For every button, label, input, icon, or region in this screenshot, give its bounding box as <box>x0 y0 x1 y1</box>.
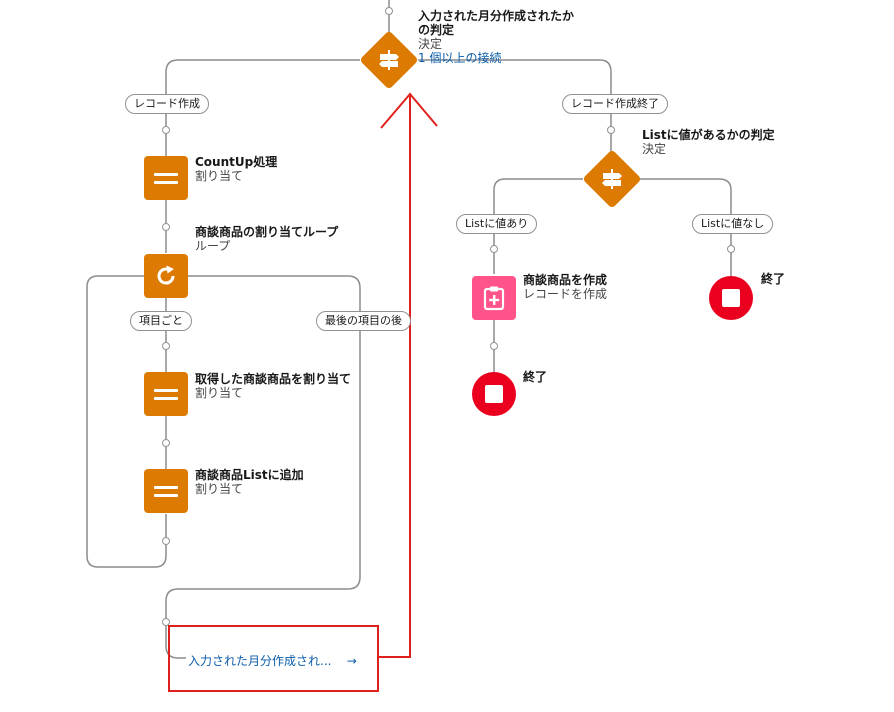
signpost-icon <box>602 169 622 189</box>
branch-pill-has-value[interactable]: Listに値あり <box>456 214 538 234</box>
connections-link[interactable]: 1 個以上の接続 <box>418 51 502 65</box>
decision-node-month-created[interactable] <box>359 30 419 90</box>
node-label-add-list: 商談商品Listに追加 割り当て <box>195 468 304 496</box>
decision-label-list: Listに値があるかの判定 決定 <box>642 128 775 156</box>
clipboard-plus-icon <box>483 286 505 311</box>
branch-pill-no-value[interactable]: Listに値なし <box>692 214 774 234</box>
branch-pill-record-create[interactable]: レコード作成 <box>125 94 209 114</box>
end-label-left: 終了 <box>523 370 548 384</box>
connector-dot <box>727 245 735 253</box>
end-label-right: 終了 <box>761 272 786 286</box>
node-label-countup: CountUp処理 割り当て <box>195 155 278 183</box>
connector-dot <box>490 245 498 253</box>
connector-dot <box>385 7 393 15</box>
loop-pill-after-last[interactable]: 最後の項目の後 <box>316 311 411 331</box>
create-record-node[interactable] <box>472 276 516 320</box>
connector-dot <box>490 342 498 350</box>
assignment-node-countup[interactable] <box>144 156 188 200</box>
node-label-fetched: 取得した商談商品を割り当て 割り当て <box>195 372 352 400</box>
loop-icon <box>157 265 175 285</box>
node-label-create-record: 商談商品を作成 レコードを作成 <box>523 273 608 301</box>
end-node-left[interactable] <box>472 372 516 416</box>
red-annotation-box <box>168 625 379 692</box>
assignment-node-fetched[interactable] <box>144 372 188 416</box>
arrow-right-icon: → <box>346 654 357 668</box>
stop-icon <box>722 289 740 307</box>
branch-pill-record-create-end[interactable]: レコード作成終了 <box>562 94 668 114</box>
connector-dot <box>607 126 615 134</box>
decision-node-list-has-value[interactable] <box>582 149 642 209</box>
signpost-icon <box>379 50 399 70</box>
decision-label-month-created: 入力された月分作成されたか の判定 決定 1 個以上の接続 <box>418 9 574 65</box>
goto-connector-link[interactable]: 入力された月分作成され... → <box>188 654 357 668</box>
loop-pill-for-each[interactable]: 項目ごと <box>130 311 192 331</box>
connector-dot <box>162 618 170 626</box>
connector-dot <box>162 439 170 447</box>
connector-dot <box>162 342 170 350</box>
decision-type: 決定 <box>418 37 443 51</box>
connector-dot <box>162 537 170 545</box>
stop-icon <box>485 385 503 403</box>
decision-title-line1: 入力された月分作成されたか <box>418 9 575 23</box>
loop-node[interactable] <box>144 254 188 298</box>
node-label-loop: 商談商品の割り当てループ ループ <box>195 225 339 253</box>
end-node-right[interactable] <box>709 276 753 320</box>
assignment-node-add-list[interactable] <box>144 469 188 513</box>
connector-dot <box>162 126 170 134</box>
decision-title-line2: の判定 <box>418 23 455 37</box>
connector-dot <box>162 223 170 231</box>
